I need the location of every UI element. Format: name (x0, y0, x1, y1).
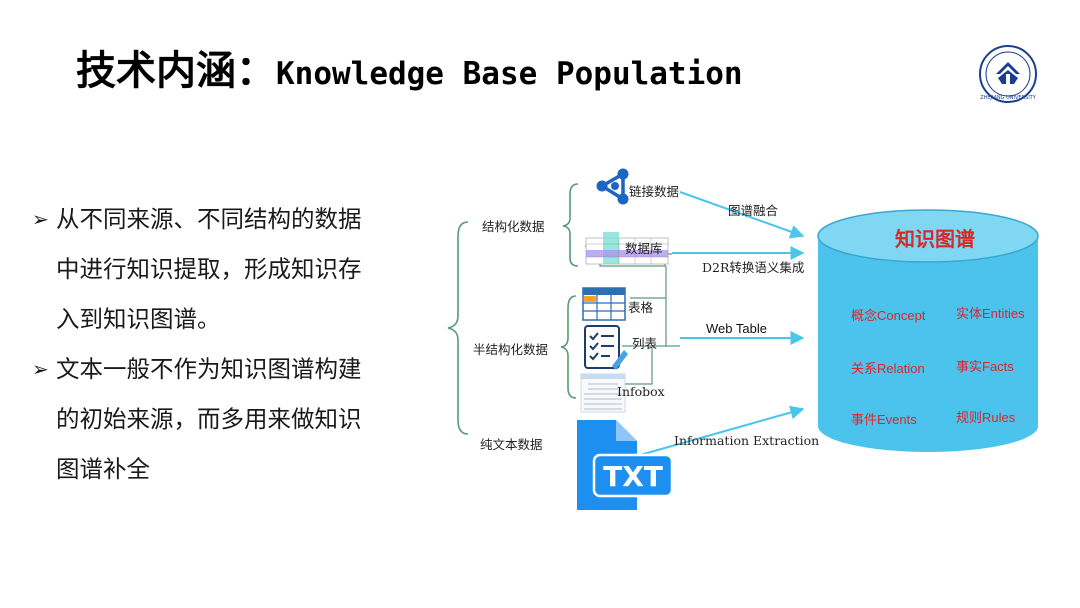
title-chinese: 技术内涵： (76, 48, 276, 94)
txt-file-icon: TXT (577, 420, 674, 510)
checklist-icon (584, 325, 628, 370)
arrow-lines (639, 191, 805, 456)
structured-brace (562, 183, 579, 267)
kg-title: 知识图谱 (895, 227, 975, 251)
zju-university-seal-icon: ZHEJIANG UNIVERSITY (979, 45, 1037, 103)
bullet-line: 图谱补全 (56, 455, 150, 483)
arrow-label-ie: Information Extraction (674, 433, 820, 448)
bullet-line: 文本一般不作为知识图谱构建 (56, 355, 362, 383)
source-infobox: Infobox (617, 384, 665, 399)
logo-caption: ZHEJIANG UNIVERSITY (980, 95, 1037, 101)
source-database: 数据库 (625, 241, 663, 256)
kg-item-rules: 规则Rules (956, 410, 1016, 425)
arrow-label-d2r: D2R转换语义集成 (702, 260, 805, 275)
source-list: 列表 (632, 336, 658, 351)
kg-item-events: 事件Events (851, 412, 917, 427)
bullet-item-2: ➢ 文本一般不作为知识图谱构建 的初始来源，而多用来做知识 图谱补全 (30, 344, 430, 494)
knowledge-graph-cylinder (817, 209, 1039, 452)
page-title: 技术内涵：Knowledge Base Population (76, 38, 743, 96)
arrow-bullet-icon: ➢ (32, 357, 49, 381)
kg-item-entities: 实体Entities (956, 306, 1025, 321)
table-grid-icon (582, 287, 626, 321)
arrow-bullet-icon: ➢ (32, 207, 49, 231)
category-plain-text: 纯文本数据 (480, 437, 543, 452)
main-brace (447, 221, 469, 435)
bullet-line: 中进行知识提取，形成知识存 (56, 255, 362, 283)
bullet-list: ➢ 从不同来源、不同结构的数据 中进行知识提取，形成知识存 入到知识图谱。 ➢ … (30, 194, 430, 494)
source-linked-data: 链接数据 (629, 184, 680, 199)
arrow-label-webtable: Web Table (706, 321, 767, 336)
kg-item-relation: 关系Relation (851, 361, 925, 376)
source-table: 表格 (628, 300, 654, 315)
kg-item-facts: 事实Facts (956, 359, 1014, 374)
category-structured: 结构化数据 (482, 219, 545, 234)
kg-item-concept: 概念Concept (851, 308, 926, 323)
linked-data-icon (596, 168, 629, 205)
bullet-line: 入到知识图谱。 (56, 305, 221, 333)
semi-brace (560, 295, 577, 399)
database-table-icon (585, 232, 669, 265)
svg-text:TXT: TXT (603, 460, 663, 493)
bullet-line: 的初始来源，而多用来做知识 (56, 405, 362, 433)
title-english: Knowledge Base Population (276, 56, 743, 92)
infobox-icon (580, 373, 626, 413)
bullet-item-1: ➢ 从不同来源、不同结构的数据 中进行知识提取，形成知识存 入到知识图谱。 (30, 194, 430, 344)
bullet-line: 从不同来源、不同结构的数据 (56, 205, 362, 233)
arrow-label-fusion: 图谱融合 (728, 203, 779, 218)
category-semi-structured: 半结构化数据 (473, 342, 549, 357)
